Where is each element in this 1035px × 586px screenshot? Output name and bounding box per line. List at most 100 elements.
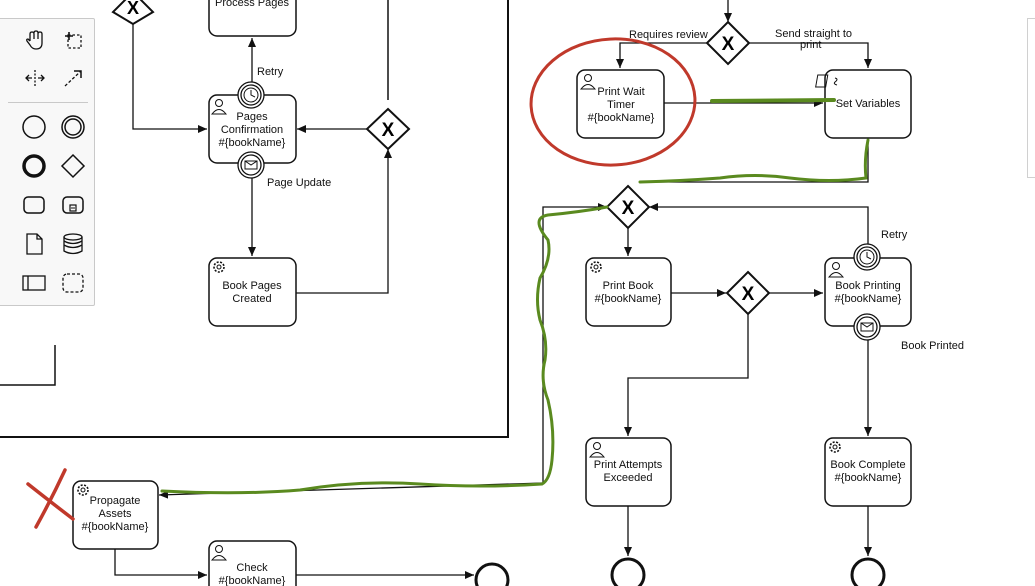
- svg-text:#{bookName}: #{bookName}: [835, 293, 902, 305]
- timer-boundary-event-icon[interactable]: [237, 81, 265, 109]
- data-object-icon[interactable]: [21, 231, 47, 257]
- red-x-annotation-stroke-1: [26, 482, 75, 521]
- svg-text:#{bookName}: #{bookName}: [835, 472, 902, 484]
- svg-text:Propagate: Propagate: [90, 495, 141, 507]
- svg-text:Book Pages: Book Pages: [222, 280, 282, 292]
- gateway-top-left[interactable]: X: [111, 0, 155, 26]
- properties-panel-edge[interactable]: [1027, 18, 1035, 178]
- service-task-icon: [77, 484, 89, 496]
- gateway-review-decision[interactable]: X: [705, 20, 751, 66]
- green-highlight-gateway-to-propagate: [160, 205, 609, 495]
- svg-text:Check: Check: [236, 562, 268, 574]
- tool-palette: [0, 18, 95, 306]
- end-event-complete[interactable]: [850, 557, 886, 586]
- task-book-pages-created[interactable]: Book Pages Created: [208, 257, 297, 327]
- flow-propagate-to-check: [114, 549, 207, 579]
- gateway-pages-loop[interactable]: X: [365, 107, 411, 151]
- svg-text:Timer: Timer: [607, 99, 635, 111]
- gateway-x-symbol: X: [622, 198, 635, 219]
- label-retry-right: Retry: [881, 229, 908, 241]
- svg-text:Assets: Assets: [98, 508, 132, 520]
- svg-text:#{bookName}: #{bookName}: [595, 293, 662, 305]
- label-page-update: Page Update: [267, 177, 331, 189]
- svg-text:Pages: Pages: [236, 111, 268, 123]
- gateway-x-symbol: X: [722, 34, 735, 55]
- gateway-print-loop[interactable]: X: [605, 184, 651, 230]
- user-task-icon: [579, 74, 597, 90]
- flow-requires-review: [616, 42, 707, 68]
- svg-text:#{bookName}: #{bookName}: [219, 137, 286, 149]
- script-task-icon: [815, 74, 838, 88]
- user-task-icon: [210, 545, 228, 561]
- flow-retry-to-print-gateway: [649, 203, 869, 257]
- task-print-book[interactable]: Print Book #{bookName}: [585, 257, 672, 327]
- label-retry-top: Retry: [257, 66, 284, 78]
- flow-set-variables-to-print-gateway: [640, 138, 869, 183]
- task-process-pages[interactable]: Process Pages: [208, 0, 297, 37]
- timer-boundary-event-icon[interactable]: [853, 243, 881, 271]
- end-event-check[interactable]: [474, 562, 510, 586]
- inner-flow-line: [0, 345, 56, 386]
- task-book-complete[interactable]: Book Complete #{bookName}: [824, 437, 912, 507]
- intermediate-event-icon[interactable]: [60, 114, 86, 140]
- space-tool-icon[interactable]: [22, 65, 48, 91]
- flow-to-print-gateway-left: [542, 203, 607, 483]
- label-book-printed: Book Printed: [901, 340, 964, 352]
- svg-text:Exceeded: Exceeded: [604, 472, 653, 484]
- end-event-icon[interactable]: [21, 153, 47, 179]
- flow-book-pages-to-gateway: [296, 149, 392, 294]
- svg-text:Set Variables: Set Variables: [836, 98, 901, 110]
- message-boundary-event-icon[interactable]: [237, 151, 265, 179]
- task-book-printing[interactable]: Book Printing #{bookName}: [824, 257, 912, 327]
- connect-tool-icon[interactable]: [60, 65, 86, 91]
- user-task-icon: [827, 262, 845, 278]
- gateway-print-result[interactable]: X: [725, 270, 771, 316]
- service-task-icon: [590, 261, 602, 273]
- task-icon[interactable]: [21, 192, 47, 218]
- svg-text:Book Complete: Book Complete: [830, 459, 905, 471]
- task-print-wait-timer[interactable]: Print Wait Timer #{bookName}: [576, 69, 665, 139]
- red-circle-annotation: [529, 37, 697, 167]
- red-x-annotation-stroke-2: [34, 468, 67, 529]
- svg-text:Confirmation: Confirmation: [221, 124, 283, 136]
- task-print-attempts-exceeded[interactable]: Print Attempts Exceeded: [585, 437, 672, 507]
- start-event-icon[interactable]: [21, 114, 47, 140]
- svg-text:#{bookName}: #{bookName}: [219, 575, 286, 586]
- flow-gateway-to-attempts-exceeded: [624, 314, 749, 436]
- subprocess-frame: [0, 0, 509, 438]
- task-check[interactable]: Check #{bookName}: [208, 540, 297, 586]
- service-task-icon: [829, 441, 841, 453]
- user-task-icon: [210, 99, 228, 115]
- pool-icon[interactable]: [21, 270, 47, 296]
- svg-text:#{bookName}: #{bookName}: [588, 112, 655, 124]
- service-task-icon: [213, 261, 225, 273]
- gateway-x-symbol: X: [742, 284, 755, 305]
- svg-text:Print Wait: Print Wait: [597, 86, 644, 98]
- subprocess-icon[interactable]: [60, 192, 86, 218]
- gateway-x-symbol: X: [127, 0, 139, 18]
- message-boundary-event-icon[interactable]: [853, 313, 881, 341]
- end-event-attempts[interactable]: [610, 557, 646, 586]
- svg-text:Print Book: Print Book: [603, 280, 654, 292]
- task-pages-confirmation[interactable]: Pages Confirmation #{bookName}: [208, 94, 297, 164]
- hand-tool-icon[interactable]: [22, 27, 48, 53]
- gateway-x-symbol: X: [382, 120, 395, 141]
- label-send-straight-1: Send straight to: [775, 28, 852, 40]
- svg-text:Book Printing: Book Printing: [835, 280, 900, 292]
- data-store-icon[interactable]: [60, 231, 86, 257]
- label-send-straight-2: print: [800, 39, 821, 51]
- group-icon[interactable]: [60, 270, 86, 296]
- lasso-tool-icon[interactable]: [60, 27, 86, 53]
- svg-text:Created: Created: [232, 293, 271, 305]
- svg-text:Print Attempts: Print Attempts: [594, 459, 663, 471]
- palette-separator: [8, 102, 88, 103]
- gateway-icon[interactable]: [60, 153, 86, 179]
- svg-text:#{bookName}: #{bookName}: [82, 521, 149, 533]
- task-set-variables[interactable]: Set Variables: [815, 69, 912, 139]
- green-highlight-wait-to-set: [710, 98, 836, 103]
- flow-gateway-to-pages-confirmation: [132, 12, 207, 133]
- svg-text:Process Pages: Process Pages: [215, 0, 289, 9]
- task-propagate-assets[interactable]: Propagate Assets #{bookName}: [72, 480, 159, 550]
- label-requires-review: Requires review: [629, 29, 708, 41]
